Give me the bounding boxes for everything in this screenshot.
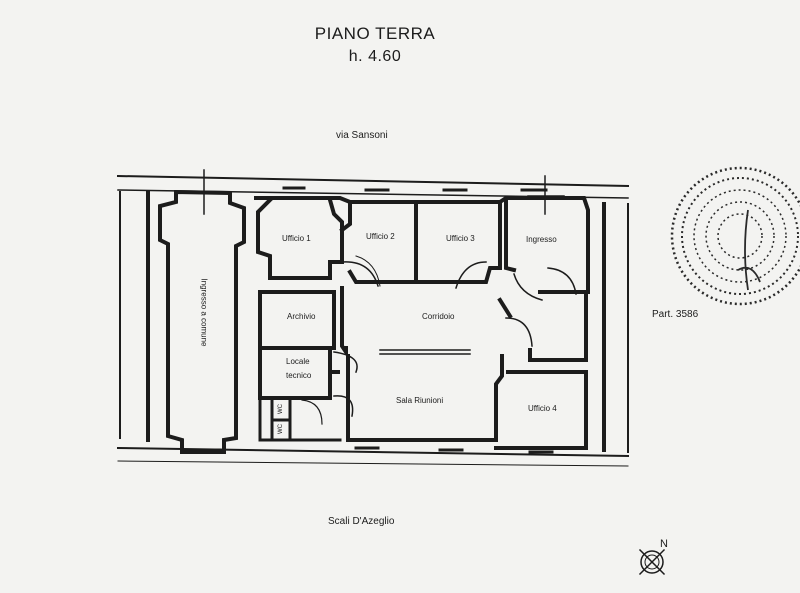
office-2-walls: [339, 200, 418, 284]
room-label-corridoio: Corridoio: [422, 312, 455, 321]
room-label-ingresso: Ingresso: [526, 235, 557, 244]
technical-room-walls: [258, 348, 340, 400]
compass-north-label: N: [660, 538, 668, 550]
office-4-walls: [494, 370, 588, 450]
archive-walls: [258, 290, 336, 350]
room-label-ufficio-1: Ufficio 1: [282, 234, 311, 243]
room-label-sala-riunioni: Sala Riunioni: [396, 396, 444, 405]
room-label-ufficio-3: Ufficio 3: [446, 234, 475, 243]
street-north-label: via Sansoni: [336, 130, 388, 141]
entrance-walls: [504, 198, 588, 294]
room-label-wc-lower: WC: [278, 424, 284, 434]
stamp-seal: [670, 166, 800, 306]
office-1-walls: [256, 197, 344, 280]
parcel-label: Part. 3586: [652, 309, 699, 320]
office-3-walls: [414, 200, 502, 284]
common-entrance-outline: [158, 189, 246, 454]
room-label-tecnico: tecnico: [286, 371, 312, 380]
compass-rose: [638, 548, 666, 576]
room-label-locale: Locale: [286, 357, 310, 366]
plan-title: PIANO TERRA: [314, 24, 436, 43]
room-label-ufficio-4: Ufficio 4: [528, 404, 557, 413]
street-south-label: Scali D'Azeglio: [328, 516, 395, 527]
ceiling-height: h. 4.60: [348, 48, 402, 65]
room-label-wc-upper: WC: [278, 404, 284, 414]
street-line-north: [116, 174, 630, 188]
corridor-walls: [340, 286, 588, 362]
meeting-room-walls: [346, 354, 504, 442]
room-label-archivio: Archivio: [287, 312, 316, 321]
room-label-ufficio-2: Ufficio 2: [366, 232, 395, 241]
wc-walls: [258, 396, 342, 442]
room-label-ingresso-comune: Ingresso a comune: [199, 278, 209, 347]
